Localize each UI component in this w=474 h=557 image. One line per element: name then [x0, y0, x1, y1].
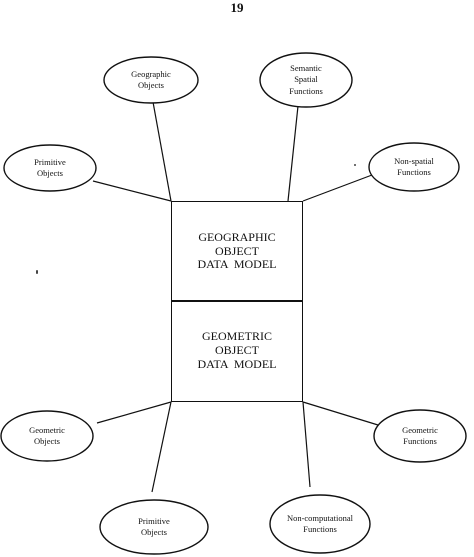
- label-line: Functions: [289, 85, 323, 96]
- node-primitive-objects-bottom: [99, 499, 209, 555]
- node-geometric-objects: [0, 410, 94, 462]
- edge-semantic-spatial-functions: [287, 105, 299, 202]
- edge-geographic-objects: [152, 101, 172, 202]
- label-line: Functions: [397, 167, 431, 177]
- node-semantic-spatial-functions: [259, 52, 353, 108]
- edge-primitive-objects-top: [92, 180, 172, 202]
- label-line: Functions: [303, 524, 337, 534]
- node-geometric-functions: [373, 409, 467, 463]
- label-line: Non-computational: [286, 512, 354, 523]
- label-line: Objects: [141, 527, 167, 537]
- node-primitive-objects-top: [3, 144, 97, 192]
- label-primitive-objects-top: Primitive Objects: [4, 145, 96, 191]
- label-line: Objects: [37, 168, 63, 178]
- geometric-object-data-model-box: GEOMETRIC OBJECT DATA MODEL: [171, 300, 303, 402]
- edge-geometric-objects: [96, 401, 172, 424]
- label-line: Functions: [403, 436, 437, 446]
- page-number: 19: [230, 0, 244, 15]
- box-bottom-line-3: DATA MODEL: [197, 356, 277, 371]
- edge-primitive-objects-bottom: [151, 401, 172, 493]
- label-non-computational-functions: Non-computational Functions: [270, 495, 370, 553]
- label-line: Primitive: [34, 156, 66, 167]
- box-bottom-line-1: GEOMETRIC: [201, 329, 272, 344]
- label-geometric-functions: Geometric Functions: [374, 410, 466, 462]
- scan-speck: [36, 270, 38, 274]
- geographic-object-data-model-box: GEOGRAPHIC OBJECT DATA MODEL: [171, 201, 303, 302]
- label-line: Objects: [34, 436, 60, 446]
- label-geographic-objects: Geographic Objects: [104, 57, 198, 103]
- label-primitive-objects-bottom: Primitive Objects: [100, 500, 208, 554]
- node-geographic-objects: [103, 56, 199, 104]
- scan-speck: [354, 164, 356, 166]
- label-line: Non-spatial: [394, 155, 434, 166]
- label-line: Geometric: [29, 424, 65, 435]
- label-non-spatial-functions: Non-spatial Functions: [369, 143, 459, 191]
- label-line: Spatial: [294, 74, 318, 85]
- box-top-line-3: DATA MODEL: [197, 257, 277, 272]
- label-geometric-objects: Geometric Objects: [1, 411, 93, 461]
- label-line: Semantic: [290, 63, 322, 74]
- edge-non-spatial-functions: [302, 174, 373, 202]
- label-line: Objects: [138, 80, 164, 90]
- box-top-line-1: GEOGRAPHIC: [198, 229, 276, 244]
- box-top-line-2: OBJECT: [214, 243, 259, 258]
- node-non-computational-functions: [269, 494, 371, 554]
- box-bottom-line-2: OBJECT: [214, 343, 259, 358]
- node-non-spatial-functions: [368, 142, 460, 192]
- label-line: Geometric: [402, 424, 438, 435]
- label-line: Primitive: [138, 515, 170, 526]
- edge-geometric-functions: [302, 401, 379, 426]
- label-line: Geographic: [131, 68, 171, 79]
- label-semantic-spatial-functions: Semantic Spatial Functions: [260, 53, 352, 107]
- edge-non-computational-functions: [302, 401, 311, 488]
